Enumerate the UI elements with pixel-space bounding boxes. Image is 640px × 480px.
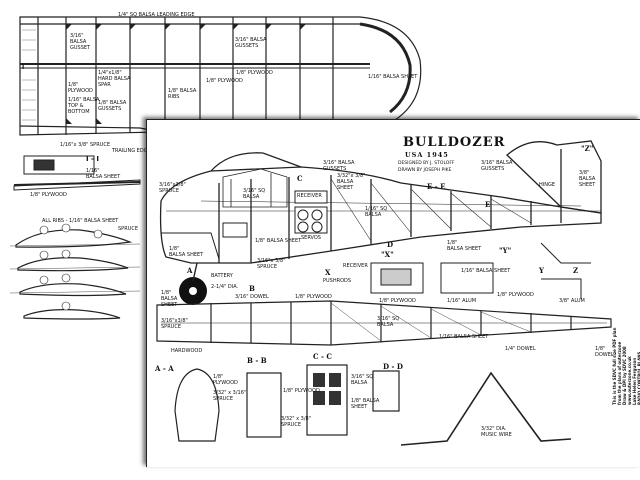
trailing-edge-label: TRAILING EDGE (112, 148, 151, 154)
hinge-label: HINGE (539, 182, 556, 188)
drawn-by-credit: DRAWN BY JOSEPH PIKE (398, 168, 452, 173)
balsa-ribs-label: 1/8" BALSA RIBS (168, 88, 197, 100)
dowel-label: 1/8" DOWEL (595, 346, 614, 358)
sq-balsa-label: 3/16" SQ BALSA (351, 374, 374, 386)
dowel-label: 3/16" DOWEL (235, 294, 269, 300)
plywood-label: 1/8" PLYWOOD (295, 294, 332, 300)
marker-e: E (485, 200, 491, 209)
margin-note: This is the SDVC full size PDF plan from… (612, 328, 640, 405)
balsa-sheet-label: 1/8" BALSA SHEET (255, 238, 302, 244)
spruce-label: 3/32" x 3/16" SPRUCE (213, 390, 247, 402)
dia-label: 2-1/4" DIA. (211, 284, 239, 290)
balsa-sheet-label: 1/8" BALSA SHEET (447, 240, 482, 252)
balsa-top-bottom-label: 1/16" BALSA TOP & BOTTOM (68, 97, 100, 115)
plywood-label: 1/8" PLYWOOD (68, 82, 93, 94)
marker-c: C (297, 174, 303, 183)
section-aa-shape (174, 368, 220, 442)
sq-balsa-label: 3/16" SQ BALSA (243, 188, 266, 200)
landing-gear-wire (400, 371, 572, 446)
designer-credit: DESIGNED BY J. STOLOFF (398, 161, 455, 166)
balsa-sheet-label: 1/8" BALSA SHEET (351, 398, 380, 410)
balsa-fin-label: 3/8" BALSA SHEET (579, 170, 596, 188)
dowel-label: 1/4" DOWEL (505, 346, 536, 352)
marker-a: A (187, 266, 193, 275)
balsa-sheet-label: 1/8" BALSA SHEET (169, 246, 204, 258)
balsa-gusset-label: 3/16" BALSA GUSSET (70, 33, 91, 51)
plywood-label: 1/8" PLYWOOD (497, 292, 534, 298)
alum-label: 3/8" ALUM (559, 298, 585, 304)
plywood-label: 1/8" PLYWOOD (379, 298, 416, 304)
spruce-label: 3/16"x 3/8" SPRUCE (257, 258, 286, 270)
leading-edge-label: 1/4" SQ BALSA LEADING EDGE (118, 12, 195, 18)
section-aa-label: A - A (155, 364, 174, 373)
section-i-sheet-label: 1/16" BALSA SHEET (86, 168, 121, 180)
wing-outline (19, 16, 422, 136)
balsa-sheet-label: 1/8" BALSA SHEET (161, 290, 178, 308)
front-plan-sheet: BULLDOZER USA 1945 DESIGNED BY J. STOLOF… (146, 119, 640, 467)
section-i-mark: I (22, 64, 25, 71)
spruce-label: 1/16"x 3/8" SPRUCE (60, 142, 110, 148)
detail-x-label: "X" (381, 250, 394, 259)
marker-b: B (249, 284, 255, 293)
plywood-label: 1/8" PLYWOOD (236, 70, 273, 76)
all-ribs-label: ALL RIBS - 1/16" BALSA SHEET (42, 218, 119, 224)
sq-balsa-label: 1/16" SQ BALSA (365, 206, 388, 218)
section-bb-label: B - B (247, 356, 267, 365)
plan-subtitle: USA 1945 (405, 151, 449, 159)
detail-y-label: "Y" (499, 246, 512, 255)
section-plywood-label: 1/8" PLYWOOD (30, 192, 67, 198)
fuselage-plan-drawing (156, 140, 612, 446)
marker-z: Z (573, 266, 579, 275)
detail-z-label: "Z" (581, 144, 594, 153)
marker-y: Y (539, 266, 544, 275)
music-wire-label: 3/32" DIA. MUSIC WIRE (481, 426, 512, 438)
battery-label: BATTERY (211, 273, 233, 279)
balsa-sheet-label: 1/16" BALSA SHEET (439, 334, 489, 340)
plywood-label: 1/8" PLYWOOD (206, 78, 243, 84)
plan-title: BULLDOZER (403, 135, 506, 150)
balsa-sheet-label: 1/16" BALSA SHEET (461, 268, 511, 274)
balsa-sheet-tip-label: 1/16" BALSA SHEET (368, 74, 418, 80)
spruce-label: 3/16"x3/8" SPRUCE (159, 182, 186, 194)
section-cc-label: C - C (313, 352, 332, 361)
section-ee-label: E - E (427, 182, 446, 191)
balsa-gussets-label: 3/16" BALSA GUSSETS (235, 37, 267, 49)
balsa-gussets-label: 1/8" BALSA GUSSETS (98, 100, 127, 112)
servos-label: SERVOS (301, 235, 321, 241)
plywood-label: 1/8" PLYWOOD (213, 374, 238, 386)
balsa-gussets-label: 3/16" BALSA GUSSETS (323, 160, 355, 172)
section-i-label: I - I (86, 155, 99, 163)
sq-balsa-label: 3/16" SQ BALSA (377, 316, 400, 328)
receiver-label: RECEIVER (343, 263, 368, 269)
receiver-label: RECEIVER (297, 193, 322, 199)
balsa-sheet-label: 3/32"x 3/8" BALSA SHEET (337, 173, 366, 191)
marker-x: X (325, 268, 331, 277)
alum-label: 1/16" ALUM (447, 298, 477, 304)
marker-d: D (387, 240, 394, 249)
pushrods-label: PUSHRODS (323, 278, 352, 284)
plywood-label: 1/8" PLYWOOD (283, 388, 320, 394)
fin-gussets-label: 3/16" BALSA GUSSETS (481, 160, 513, 172)
spar-label: 1/4"x1/8" HARD BALSA SPAR (98, 70, 131, 88)
section-dd-label: D - D (383, 362, 403, 371)
hardwood-label: HARDWOOD (171, 348, 203, 354)
spruce-label: 3/16"x3/8" SPRUCE (161, 318, 188, 330)
rib-spruce-label: SPRUCE (118, 226, 138, 232)
spruce-label: 3/32" x 3/8" SPRUCE (281, 416, 312, 428)
